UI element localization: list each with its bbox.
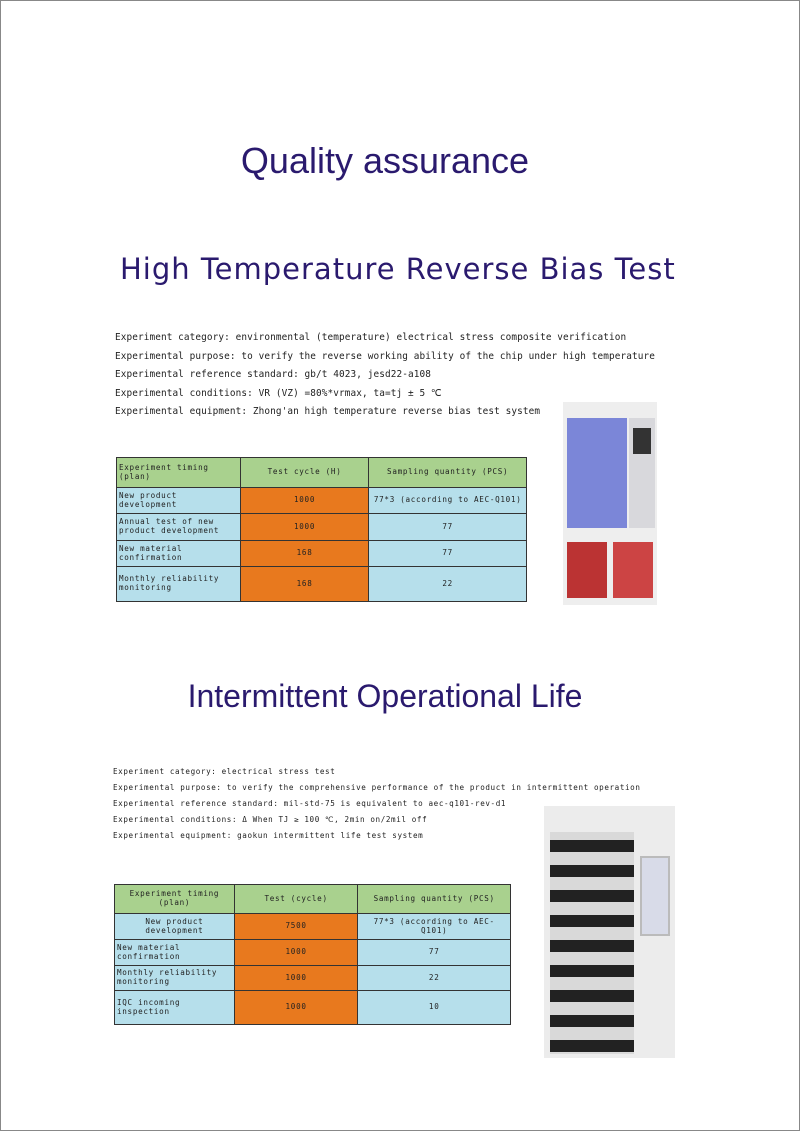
htrb-title: High Temperature Reverse Bias Test bbox=[120, 252, 676, 286]
cell: Monthly reliability monitoring bbox=[116, 566, 241, 602]
iol-line: Experimental equipment: gaokun intermitt… bbox=[113, 831, 424, 840]
cell: 168 bbox=[239, 566, 370, 602]
iol-line: Experimental reference standard: mil-std… bbox=[113, 799, 507, 808]
cell: Monthly reliability monitoring bbox=[114, 965, 235, 991]
htrb-line: Experimental conditions: VR (VZ) =80%*vr… bbox=[115, 387, 442, 399]
header-cell: Experiment timing (plan) bbox=[114, 884, 235, 914]
htrb-line: Experiment category: environmental (temp… bbox=[115, 332, 627, 343]
header-cell: Test cycle (H) bbox=[239, 457, 370, 488]
cell: 77 bbox=[368, 513, 527, 541]
iol-line: Experimental purpose: to verify the comp… bbox=[113, 783, 641, 792]
htrb-equipment-image bbox=[563, 402, 657, 605]
htrb-line: Experimental reference standard: gb/t 40… bbox=[115, 369, 431, 381]
cell: 1000 bbox=[233, 939, 359, 966]
iol-description: Experiment category: electrical stress t… bbox=[113, 767, 641, 847]
header-cell: Sampling quantity (PCS) bbox=[368, 457, 527, 488]
page-title: Quality assurance bbox=[240, 140, 530, 181]
header-cell: Test (cycle) bbox=[233, 884, 359, 914]
cell: 1000 bbox=[233, 990, 359, 1025]
cell: 1000 bbox=[239, 487, 370, 514]
cell: 7500 bbox=[233, 913, 359, 940]
cell: 77*3 (according to AEC-Q101) bbox=[368, 487, 527, 514]
cell: New material confirmation bbox=[114, 939, 235, 966]
cell: 1000 bbox=[239, 513, 370, 541]
header-cell: Experiment timing (plan) bbox=[116, 457, 241, 488]
cell: IQC incoming inspection bbox=[114, 990, 235, 1025]
cell: 1000 bbox=[233, 965, 359, 991]
cell: 168 bbox=[239, 540, 370, 567]
cell: New material confirmation bbox=[116, 540, 241, 567]
cell: 77*3 (according to AEC-Q101) bbox=[357, 913, 511, 940]
header-cell: Sampling quantity (PCS) bbox=[357, 884, 511, 914]
cell: 10 bbox=[357, 990, 511, 1025]
cell: 77 bbox=[357, 939, 511, 966]
iol-equipment-image bbox=[544, 806, 675, 1058]
htrb-line: Experimental equipment: Zhong'an high te… bbox=[115, 406, 541, 418]
iol-line: Experiment category: electrical stress t… bbox=[113, 767, 336, 776]
cell: New product development bbox=[116, 487, 241, 514]
cell: 77 bbox=[368, 540, 527, 567]
cell: 22 bbox=[357, 965, 511, 991]
cell: New product development bbox=[114, 913, 235, 940]
cell: 22 bbox=[368, 566, 527, 602]
htrb-description: Experiment category: environmental (temp… bbox=[115, 332, 655, 425]
htrb-line: Experimental purpose: to verify the reve… bbox=[115, 350, 655, 362]
iol-line: Experimental conditions: Δ When TJ ≥ 100… bbox=[113, 815, 428, 824]
cell: Annual test of new product development bbox=[116, 513, 241, 541]
iol-table: Experiment timing (plan)Test (cycle)Samp… bbox=[114, 884, 511, 1025]
htrb-table: Experiment timing (plan)Test cycle (H)Sa… bbox=[116, 457, 527, 602]
iol-title: Intermittent Operational Life bbox=[187, 678, 583, 714]
